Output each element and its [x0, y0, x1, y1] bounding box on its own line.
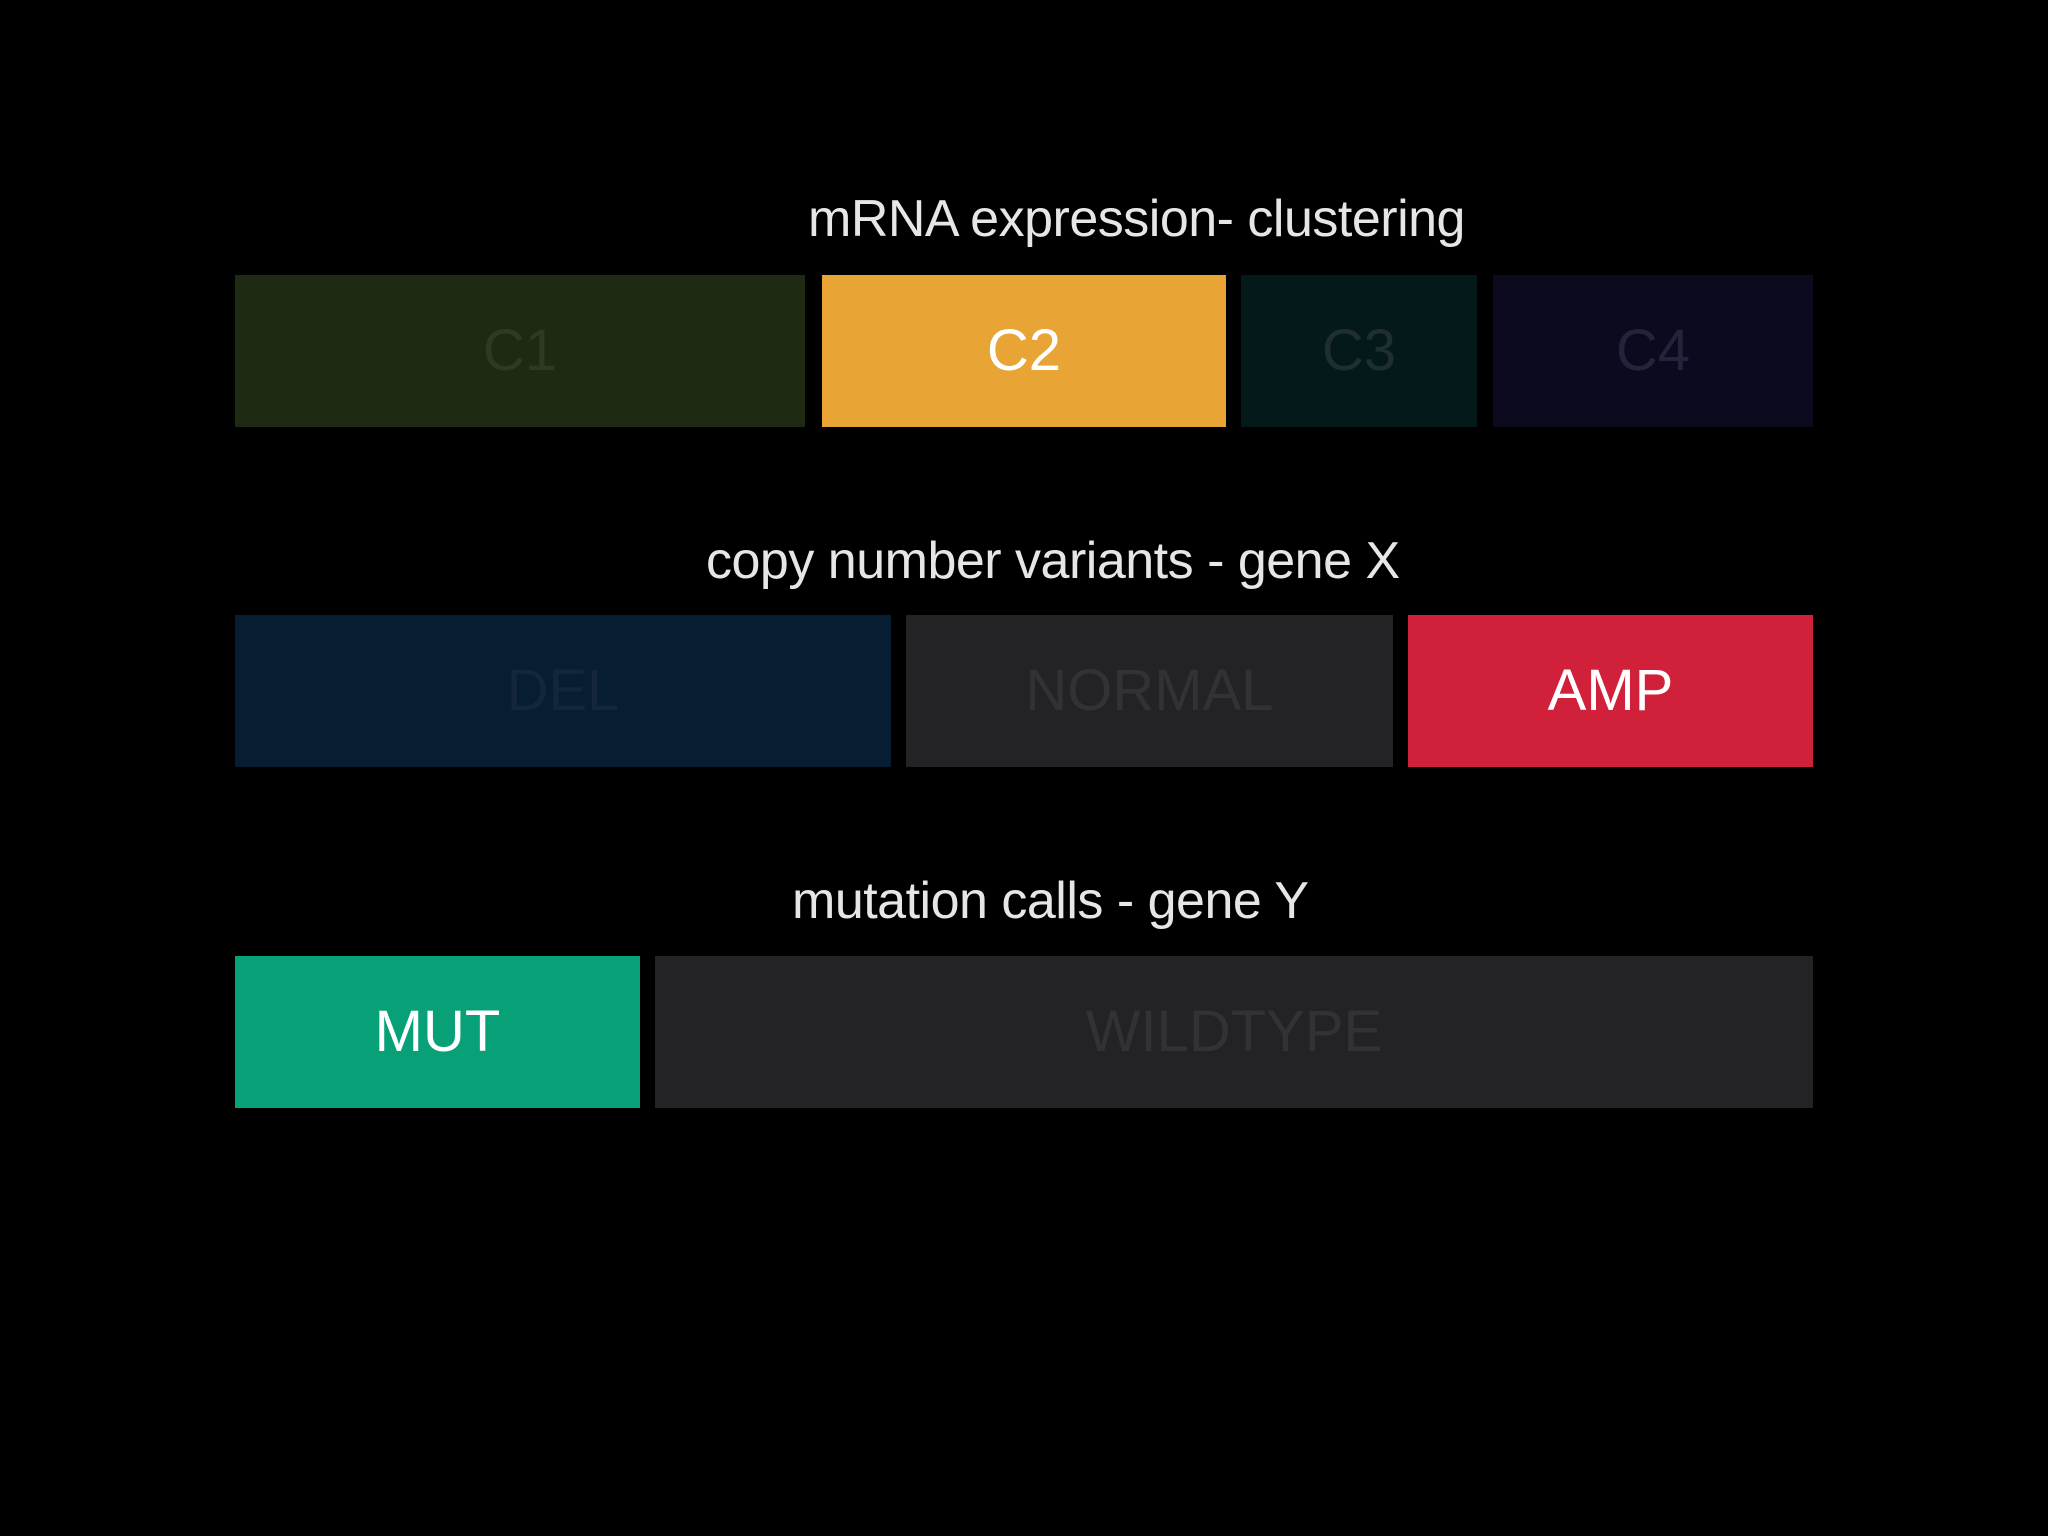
segment-label: MUT	[374, 999, 501, 1064]
mutation-mut-segment: MUT	[235, 956, 640, 1108]
mutation-section-title: mutation calls - gene Y	[792, 872, 1309, 930]
segment-label: C4	[1615, 318, 1691, 383]
segment-label: AMP	[1547, 658, 1674, 723]
segment-label: C1	[482, 318, 558, 383]
cluster-c3-segment: C3	[1241, 275, 1477, 427]
segment-label: NORMAL	[1025, 658, 1274, 723]
mrna-section-title: mRNA expression- clustering	[808, 190, 1465, 248]
cnv-section-title: copy number variants - gene X	[706, 532, 1400, 590]
cluster-c1-segment: C1	[235, 275, 805, 427]
segment-label: C3	[1321, 318, 1397, 383]
cnv-amp-segment: AMP	[1408, 615, 1813, 767]
segment-label: C2	[986, 318, 1062, 383]
mutation-wildtype-segment: WILDTYPE	[655, 956, 1813, 1108]
cnv-normal-segment: NORMAL	[906, 615, 1393, 767]
cnv-del-segment: DEL	[235, 615, 891, 767]
cluster-c4-segment: C4	[1493, 275, 1813, 427]
cluster-c2-segment: C2	[822, 275, 1226, 427]
segment-label: DEL	[506, 658, 620, 723]
segment-label: WILDTYPE	[1085, 999, 1383, 1064]
